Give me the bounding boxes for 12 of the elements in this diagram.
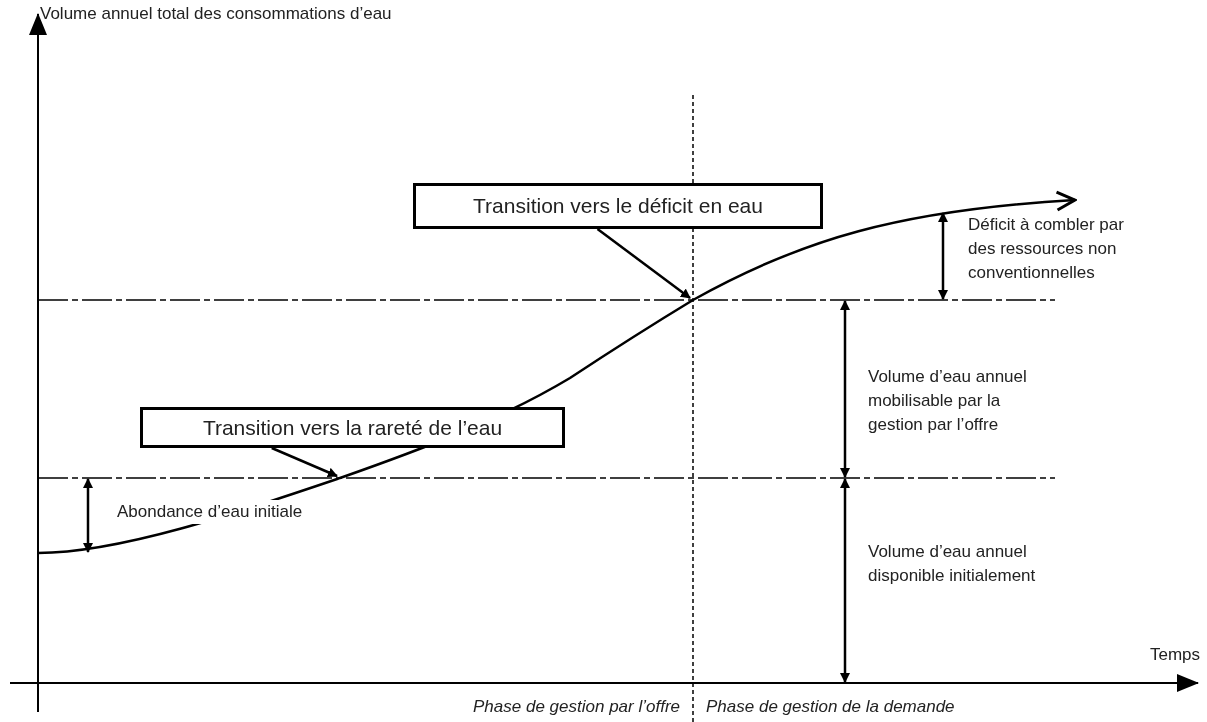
phase-label: Phase de gestion de la demande [706, 696, 955, 718]
axis-title: Volume annuel total des consommations d’eau [40, 3, 392, 25]
annotation-text: Volume d’eau annuel disponible initialement [868, 541, 1037, 587]
leader-arrow [271, 446, 338, 478]
axis-title: Temps [1150, 644, 1201, 666]
leader-arrow [596, 228, 691, 299]
annotation-text: Abondance d’eau initiale [117, 500, 303, 524]
phase-label: Phase de gestion par l’offre [473, 696, 680, 718]
transition-callout: Transition vers le déficit en eau [413, 183, 823, 229]
annotation-text: Déficit à combler par des ressources non conventionnelles [968, 214, 1125, 284]
transition-callout: Transition vers la rareté de l’eau [140, 407, 565, 448]
annotation-text: Volume d’eau annuel mobilisable par la gestion par l’offre [868, 366, 1028, 436]
